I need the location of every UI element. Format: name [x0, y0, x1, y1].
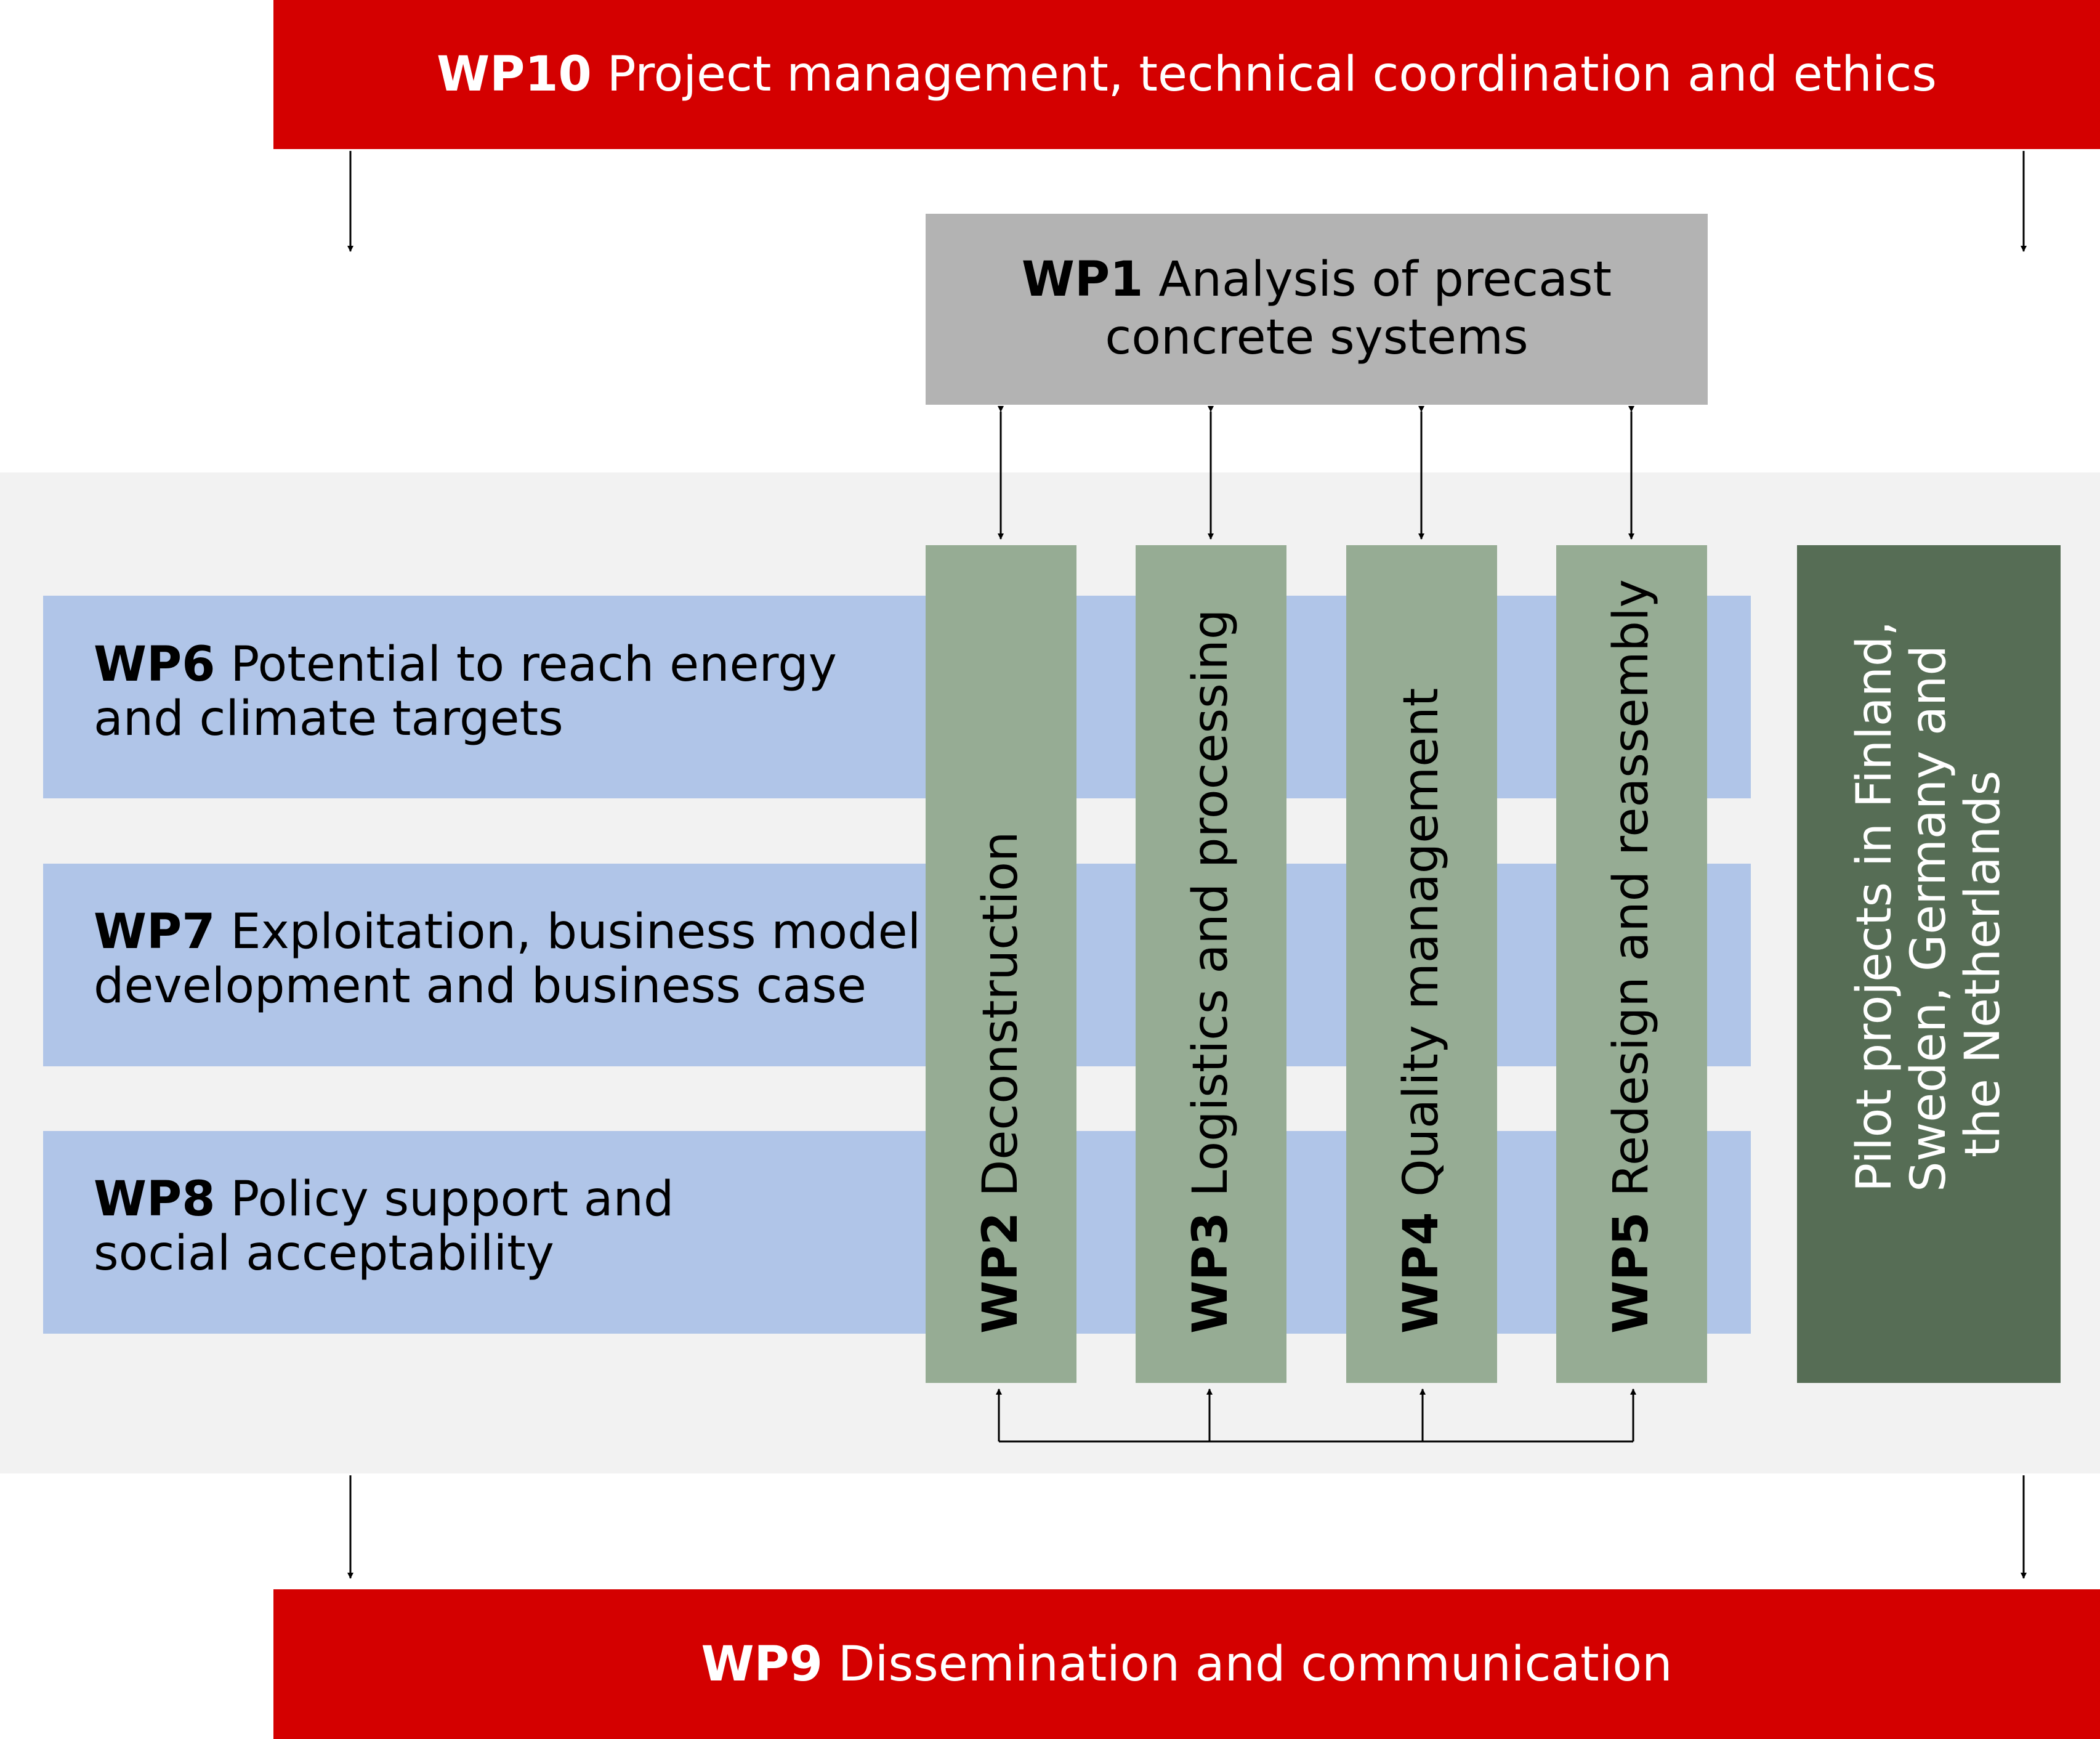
wp5-box [1556, 545, 1707, 1383]
wp8-title-line1: Policy support and [230, 1172, 674, 1227]
wp7-title-line1: Exploitation, business model [230, 904, 921, 960]
wp9-label: WP9 Dissemination and communication [701, 1637, 1672, 1692]
wp7-label: WP7 Exploitation, business model develop… [94, 905, 921, 1013]
wp2-box [926, 545, 1076, 1383]
wp1-code: WP1 [1021, 252, 1144, 308]
wp10-code: WP10 [437, 47, 592, 102]
wp10-box: WP10 Project management, technical coord… [273, 0, 2100, 149]
wp7-title-line2: development and business case [94, 959, 866, 1014]
wp10-title: Project management, technical coordinati… [607, 47, 1937, 102]
wp6-label: WP6 Potential to reach energy and climat… [94, 638, 837, 746]
wp9-title: Dissemination and communication [838, 1636, 1673, 1692]
wp1-title-line2: concrete systems [1105, 310, 1529, 365]
wp6-title-line2: and climate targets [94, 691, 563, 747]
wp4-box [1346, 545, 1497, 1383]
wp6-title-line1: Potential to reach energy [230, 637, 837, 692]
wp9-code: WP9 [701, 1636, 823, 1692]
wp1-box: WP1 Analysis of precast concrete systems [926, 214, 1708, 405]
wp9-box: WP9 Dissemination and communication [273, 1589, 2100, 1739]
pilot-projects-box [1797, 545, 2061, 1383]
wp3-box [1136, 545, 1286, 1383]
wp8-title-line2: social acceptability [94, 1226, 554, 1281]
wp10-label: WP10 Project management, technical coord… [437, 47, 1937, 102]
wp7-code: WP7 [94, 904, 216, 960]
wp1-title-line1: Analysis of precast [1158, 252, 1612, 308]
wp1-label: WP1 Analysis of precast concrete systems [1022, 251, 1612, 367]
wp6-code: WP6 [94, 637, 216, 692]
wp8-label: WP8 Policy support and social acceptabil… [94, 1172, 674, 1281]
wp8-code: WP8 [94, 1172, 216, 1227]
